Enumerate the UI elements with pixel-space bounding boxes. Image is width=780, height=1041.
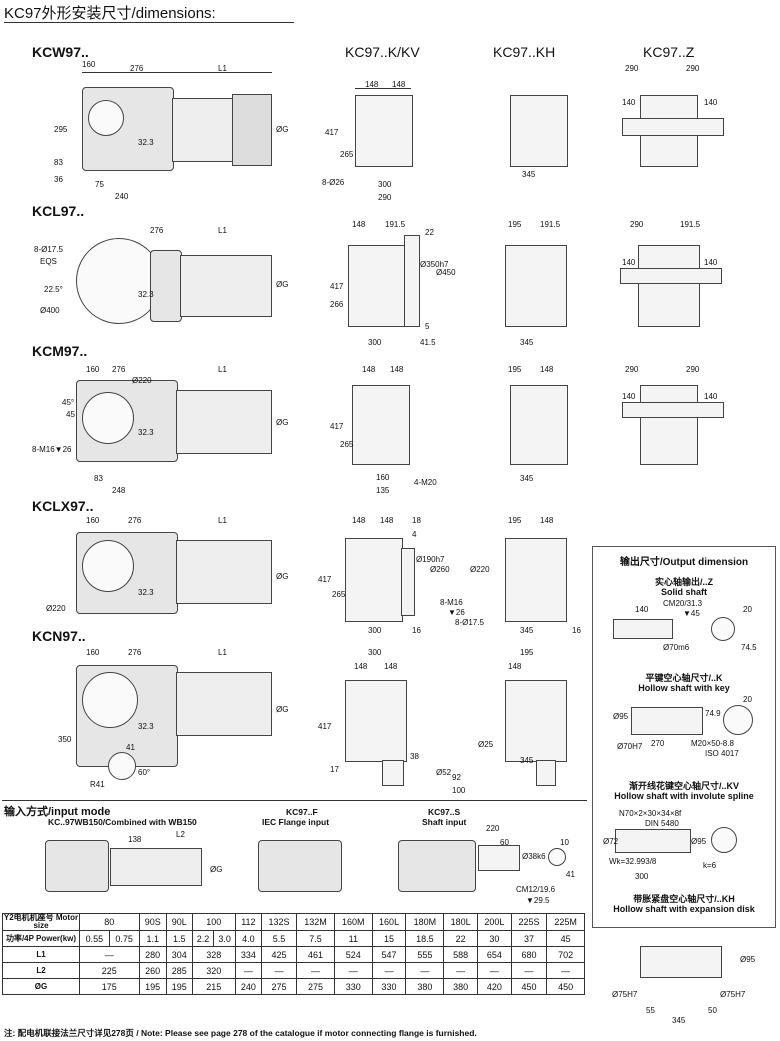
page-title: KC97外形安装尺寸/dimensions: (4, 5, 216, 22)
input-a-title: KC..97WB150/Combined with WB150 (48, 817, 197, 827)
footnote: 注: 配电机联接法兰尺寸详见278页 / Note: Please see pa… (4, 1028, 477, 1038)
col-header-k: KC97..K/KV (345, 44, 420, 60)
col-header-z: KC97..Z (643, 44, 695, 60)
row-header-l2: L2 (2, 962, 80, 979)
row-label-kcm: KCM97.. (32, 343, 88, 359)
disk-shaft-cn: 带胀紧盘空心轴尺寸/..KH (633, 894, 735, 904)
key-shaft-cn: 平键空心轴尺寸/..K (645, 673, 723, 683)
input-b-title: KC97..F (286, 807, 318, 817)
row-label-kcw: KCW97.. (32, 44, 89, 60)
output-panel-title: 输出尺寸/Output dimension (619, 557, 749, 568)
row-header-motor-size: Y2电机机座号 Motor size (2, 913, 80, 931)
title-underline (4, 22, 294, 23)
key-shaft-en: Hollow shaft with key (638, 683, 730, 693)
input-divider (2, 800, 587, 801)
solid-shaft-cn: 实心轴输出/..Z (655, 577, 713, 587)
row-label-kclx: KCLX97.. (32, 498, 94, 514)
solid-shaft-en: Solid shaft (660, 587, 707, 597)
input-b-sub: IEC Flange input (262, 817, 330, 827)
row-header-og: ØG (2, 978, 80, 995)
input-c-sub: Shaft input (422, 817, 467, 827)
input-c-title: KC97..S (428, 807, 461, 817)
col-header-kh: KC97..KH (493, 44, 556, 60)
input-flange-drawing (258, 840, 342, 892)
input-mode-title: 输入方式/input mode (4, 806, 111, 818)
row-header-l1: L1 (2, 946, 80, 963)
row-label-kcl: KCL97.. (32, 203, 85, 219)
disk-shaft-en: Hollow shaft with expansion disk (613, 904, 755, 914)
spline-shaft-cn: 渐开线花键空心轴尺寸/..KV (628, 781, 739, 791)
spline-shaft-en: Hollow shaft with involute spline (614, 791, 754, 801)
row-header-power: 功率/4P Power(kw) (2, 930, 80, 947)
row-label-kcn: KCN97.. (32, 628, 86, 644)
output-dimension-panel: 输出尺寸/Output dimension 实心轴输出/..Z Solid sh… (592, 546, 776, 928)
